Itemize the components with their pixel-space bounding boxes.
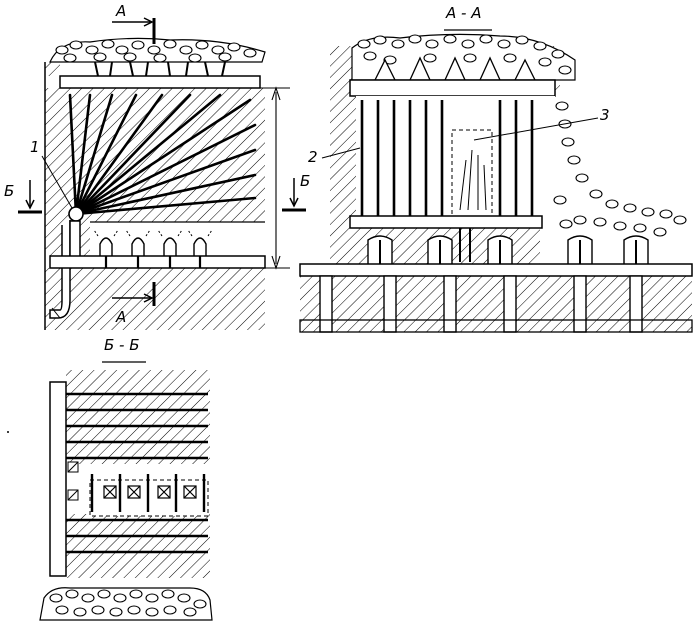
callout-3-leader — [473, 117, 599, 141]
section-mark-a-bottom — [112, 282, 156, 306]
drilling-chamber — [68, 206, 84, 222]
section-bb-title: Б - Б — [104, 336, 140, 354]
draw-points-left — [99, 237, 207, 256]
view-b-label-right: Б — [300, 172, 310, 190]
raise-bb — [49, 381, 67, 577]
ore-pile-top-left — [49, 37, 266, 63]
compensation-chamber — [451, 129, 493, 217]
stope-area — [356, 96, 542, 216]
vertical-blast-holes — [360, 100, 534, 216]
view-a-label-top: A — [115, 2, 126, 20]
section-mark-a-top — [112, 17, 156, 44]
lower-drift — [49, 255, 266, 269]
main-section-view: A A Б Б 1 — [4, 2, 310, 330]
ore-pile-top-right — [351, 33, 576, 81]
section-mark-b-right — [282, 178, 306, 212]
section-aa-view: A - A — [299, 4, 693, 333]
section-bb-view: Б - Б — [39, 336, 213, 621]
callout-1-leader — [41, 155, 73, 209]
callout-1: 1 — [30, 138, 40, 156]
caved-ore-right — [540, 96, 690, 250]
height-dimension — [252, 86, 290, 270]
drill-drift-aa — [349, 215, 543, 229]
callout-2-leader — [321, 147, 361, 159]
callout-2: 2 — [308, 148, 318, 166]
section-aa-title: A - A — [445, 4, 481, 22]
blast-hole-fan — [68, 93, 257, 216]
ore-pile-bottom — [39, 587, 213, 621]
upper-drift — [59, 75, 261, 89]
haulage-drift-aa — [299, 263, 693, 277]
view-a-label-bottom: A — [115, 308, 126, 326]
draw-openings-bb — [103, 485, 197, 499]
callout-3: 3 — [600, 106, 610, 124]
view-b-label-left: Б — [4, 182, 14, 200]
horizontal-holes-bb — [66, 392, 208, 554]
upper-drift-aa — [349, 79, 556, 97]
section-mark-b-left — [18, 180, 42, 214]
